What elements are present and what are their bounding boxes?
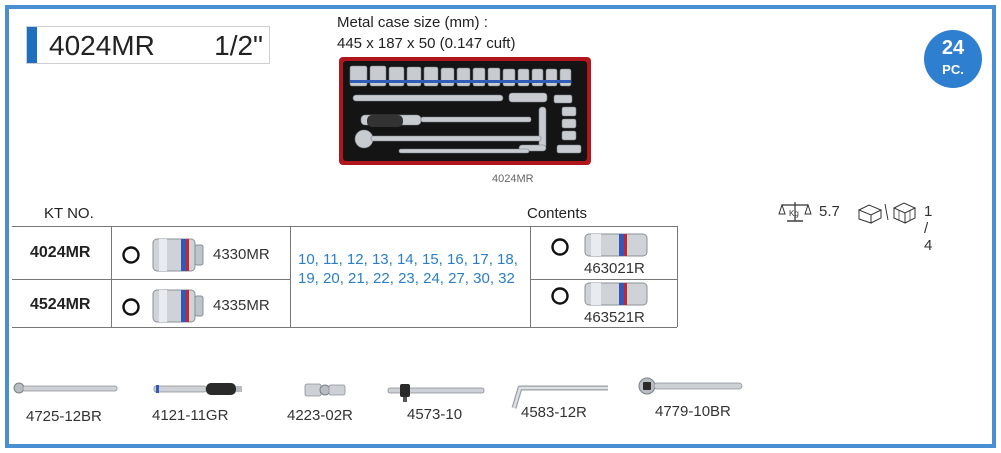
tool-code: 4573-10 — [407, 406, 463, 423]
tool-code: 4725-12BR — [26, 408, 102, 425]
piece-count-badge: 24 PC. — [924, 30, 982, 88]
extension-bar-icon — [153, 383, 242, 395]
socket-code: 4330MR — [213, 246, 270, 263]
pack-value: 1 / 4 — [924, 203, 933, 254]
ratchet-icon — [638, 377, 743, 395]
svg-text:Kg: Kg — [789, 209, 799, 218]
l-wrench-icon — [511, 385, 608, 409]
tool-code: 4121-11GR — [152, 407, 229, 424]
socket-image — [152, 238, 204, 272]
deep-socket-code: 463521R — [584, 309, 645, 326]
deep-socket-image — [584, 282, 648, 306]
contents-header: Contents — [527, 205, 588, 222]
row-model: 4524MR — [30, 296, 91, 313]
tool-code: 4583-12R — [521, 404, 587, 421]
socket-image — [152, 289, 204, 323]
table-top-rule — [12, 226, 677, 227]
t-bar-icon — [387, 384, 485, 402]
socket-sizes-list: 10, 11, 12, 13, 14, 15, 16, 17, 18, 19, … — [298, 251, 518, 287]
twelve-point-icon — [551, 238, 569, 256]
title-accent-bar — [27, 27, 37, 63]
case-size-line1: Metal case size (mm) : — [337, 14, 488, 31]
tool-code: 4223-02R — [287, 407, 353, 424]
twelve-point-icon — [551, 287, 569, 305]
twelve-point-icon — [122, 246, 140, 264]
case-size-line2: 445 x 187 x 50 (0.147 cuft) — [337, 35, 516, 52]
carton-icon — [857, 202, 917, 224]
scale-icon: Kg — [778, 202, 812, 222]
piece-count: 24 — [941, 37, 965, 59]
socket-code: 4335MR — [213, 297, 270, 314]
weight-value: 5.7 — [819, 203, 840, 220]
case-size-label: Metal case size (mm) : 445 x 187 x 50 (0… — [337, 12, 515, 54]
table-mid-rule — [12, 279, 290, 280]
table-mid-rule-right — [530, 279, 677, 280]
table-col-rule-2 — [290, 226, 291, 327]
tool-code: 4779-10BR — [655, 403, 731, 420]
title-box: 4024MR 1/2" — [26, 26, 270, 64]
tool-case-image — [339, 57, 591, 165]
case-caption: 4024MR — [492, 173, 534, 185]
table-col-rule-1 — [111, 226, 112, 327]
table-col-rule-4 — [677, 226, 678, 327]
deep-socket-code: 463021R — [584, 260, 645, 277]
flex-handle-icon — [13, 382, 118, 394]
table-col-rule-3 — [530, 226, 531, 327]
title-model: 4024MR — [49, 30, 155, 61]
deep-socket-image — [584, 233, 648, 257]
piece-unit: PC. — [942, 62, 964, 77]
row-model: 4024MR — [30, 244, 91, 261]
kt-no-header: KT NO. — [44, 205, 94, 222]
title-drive-size: 1/2" — [214, 30, 263, 61]
universal-joint-icon — [304, 383, 346, 397]
twelve-point-icon — [122, 298, 140, 316]
table-bottom-rule — [12, 327, 677, 328]
